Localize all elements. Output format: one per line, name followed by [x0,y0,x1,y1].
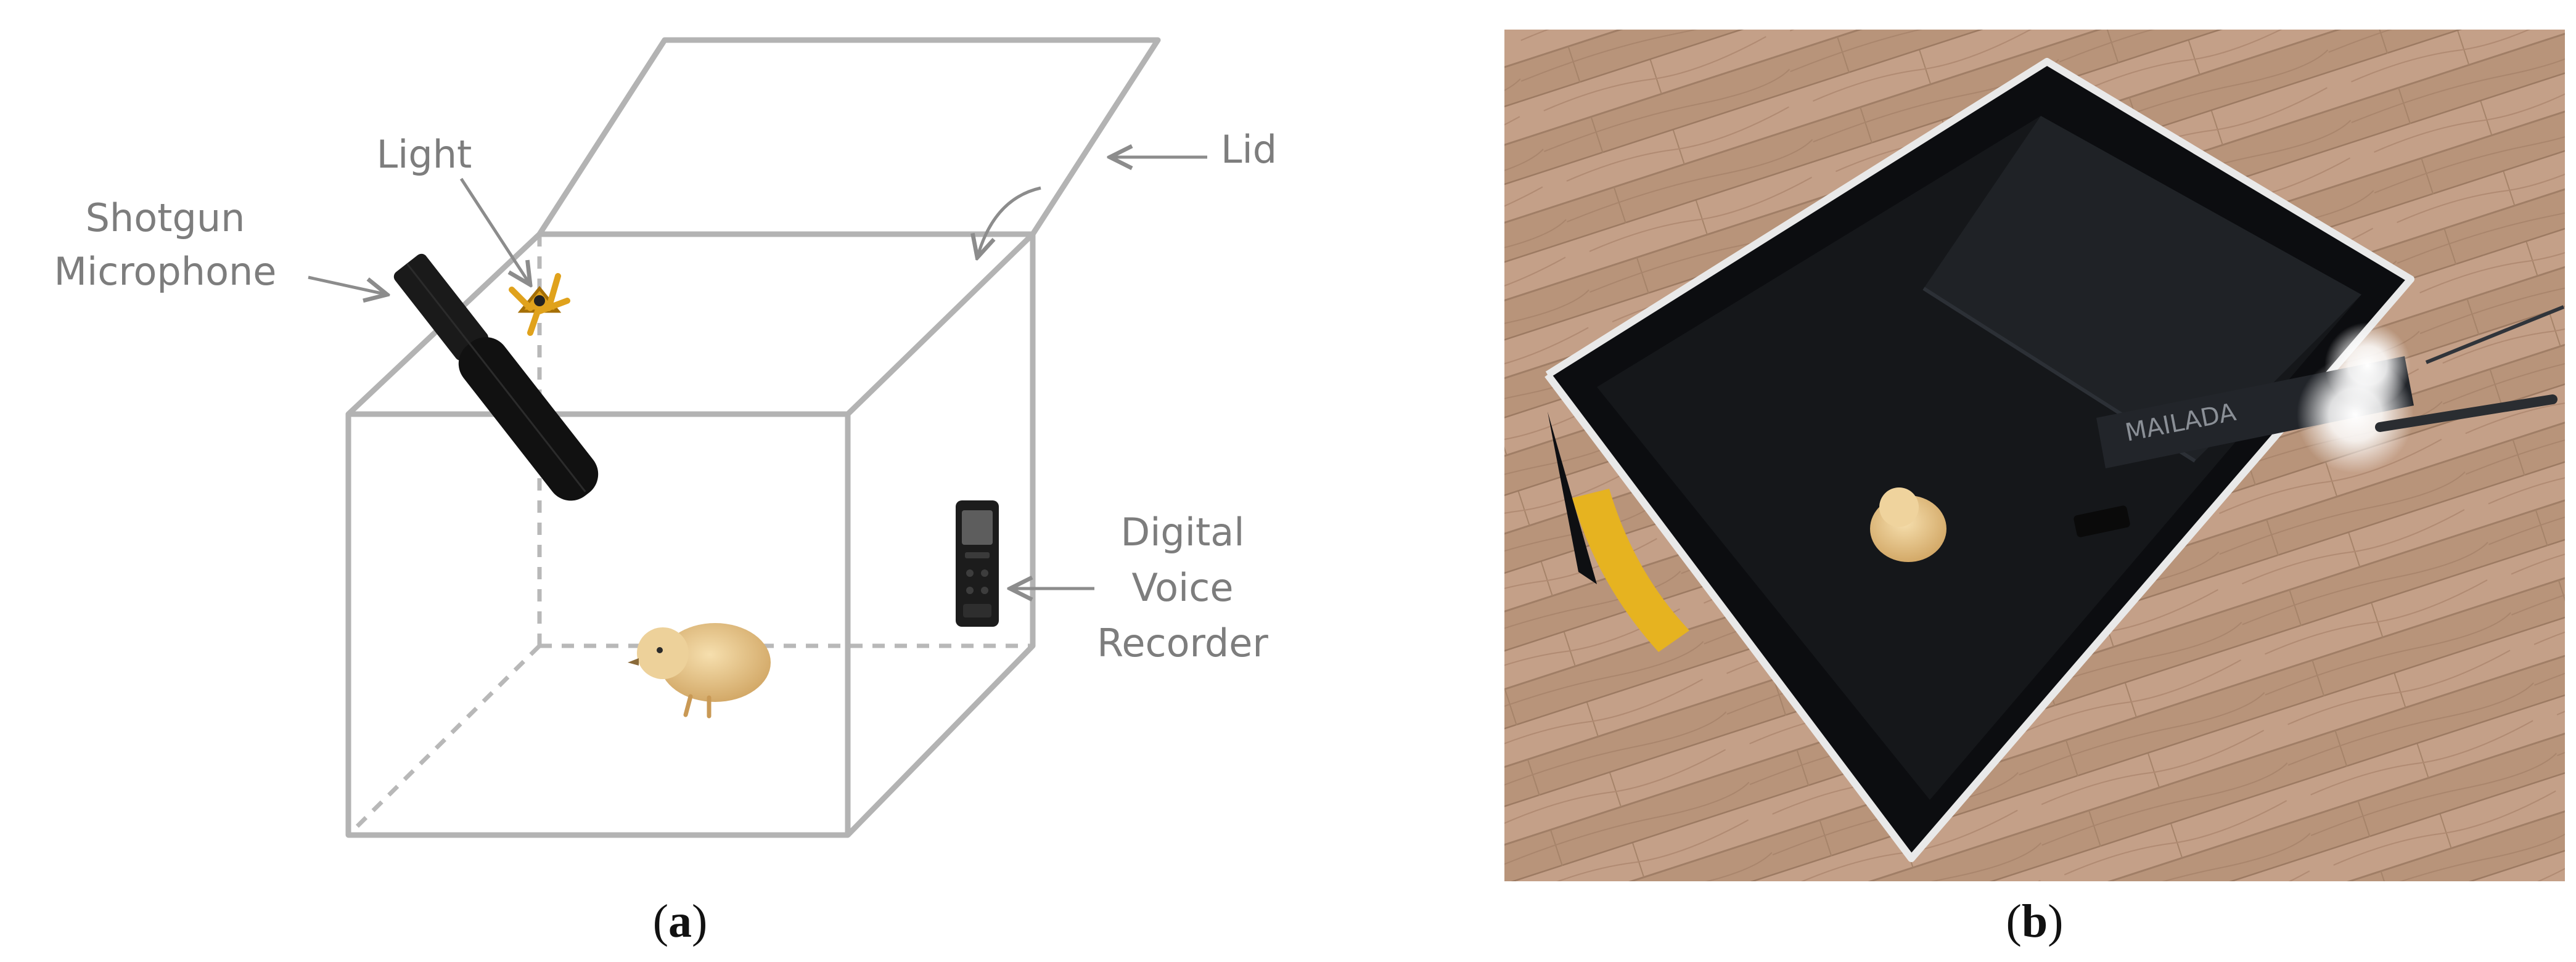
caption-b: (b) [2006,895,2064,947]
label-microphone-line2: Microphone [54,249,277,294]
light-bar: MAILADA [2096,322,2414,473]
microphone-pointer-arrow [308,275,387,295]
label-light: Light [377,132,472,177]
label-microphone-line1: Shotgun [86,195,245,240]
recording-bag [1544,58,2414,862]
label-recorder-line2: Voice [1132,565,1234,610]
shotgun-microphone-icon [393,253,599,501]
light-pointer-arrow [459,177,530,285]
voice-recorder-icon [956,500,999,627]
chick-icon [628,623,771,719]
lid-close-arrow [977,186,1041,258]
label-recorder-line1: Digital [1120,510,1244,555]
microphone-cable [2375,305,2565,432]
panel-a: Light Lid Shotgun Microphone Digital Voi… [54,37,1277,947]
clip-light-icon [509,273,570,336]
lid-panel [536,37,1161,237]
recorder-in-bag [2074,505,2130,537]
panel-b-photo: MAILADA [1504,30,2565,881]
chick-in-bag [1870,487,1946,562]
caption-a: (a) [653,895,708,947]
label-lid: Lid [1221,127,1277,172]
label-recorder-line3: Recorder [1097,621,1268,666]
yellow-strap [1572,489,1689,652]
